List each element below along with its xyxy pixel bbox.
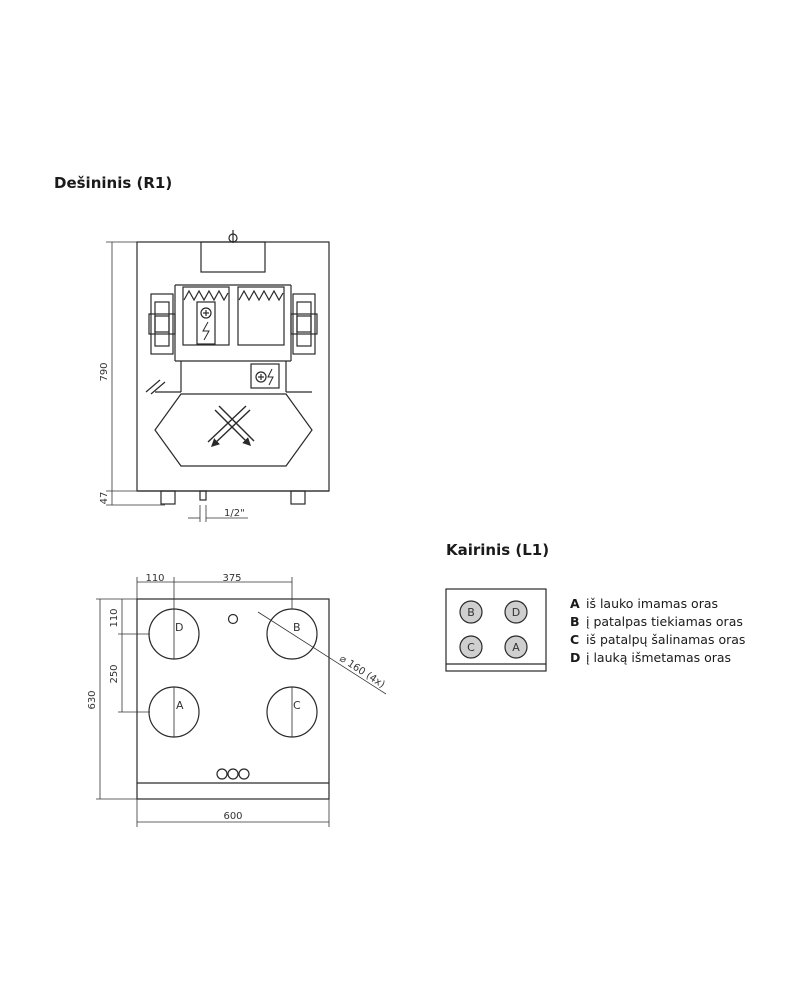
cable-gland-1: [216, 768, 228, 780]
port-label-top-right: B: [293, 621, 301, 634]
mini-outline: [445, 588, 547, 672]
mini-port-2: [504, 600, 528, 624]
heat-exchanger: [154, 393, 313, 467]
mini-view: [445, 588, 547, 672]
cable-gland-3: [238, 768, 250, 780]
filter-right-pleats: [238, 289, 284, 302]
top-connector: [200, 241, 266, 273]
front-view: [136, 230, 330, 505]
heater-module: [196, 301, 216, 345]
dim-side-spacing: 250: [109, 664, 120, 683]
sensor-port: [227, 613, 239, 625]
mini-port-3: [459, 635, 483, 659]
cable-gland-2: [227, 768, 239, 780]
mini-port-1: [459, 600, 483, 624]
dim-side-offset: 110: [109, 608, 120, 627]
dim-height-body: 790: [99, 362, 110, 381]
port-label-bottom-right: C: [293, 699, 301, 712]
fan-left: [148, 293, 176, 355]
dim-drain: 1/2": [224, 508, 245, 519]
filter-left: [182, 286, 230, 346]
dim-duct: ⌀ 160 (4x): [337, 653, 386, 690]
foot-right: [290, 490, 306, 505]
casing-outline: [136, 241, 330, 492]
drain-pipe: [199, 490, 207, 501]
filter-left-pleats: [183, 289, 229, 302]
dim-top-spacing: 375: [222, 573, 241, 584]
bolt-icon: [202, 321, 210, 341]
front-dimensions: [106, 241, 248, 522]
control-bolt-icon: [267, 368, 274, 386]
heater-symbol-icon: [200, 307, 212, 319]
mini-label-2: D: [512, 606, 520, 619]
mini-label-4: A: [512, 641, 520, 654]
view-title-left: Kairinis (L1): [446, 541, 550, 559]
mini-port-4: [504, 635, 528, 659]
cross-flow-arrows: [207, 405, 255, 447]
port-label-bottom-left: A: [176, 699, 184, 712]
control-symbol-icon: [255, 371, 267, 383]
top-view-outline: [136, 598, 330, 800]
port-label-top-left: D: [175, 621, 183, 634]
mini-label-3: C: [467, 641, 475, 654]
dim-top-offset: 110: [145, 573, 164, 584]
fan-right: [290, 293, 318, 355]
dim-width: 600: [223, 811, 242, 822]
top-dimensions: [96, 577, 387, 827]
foot-left: [160, 490, 176, 505]
view-title-right: Dešininis (R1): [54, 174, 173, 192]
mini-label-1: B: [467, 606, 475, 619]
dim-height-feet: 47: [99, 492, 110, 505]
filter-right: [237, 286, 285, 346]
dim-depth: 630: [87, 690, 98, 709]
control-box: [250, 363, 280, 389]
